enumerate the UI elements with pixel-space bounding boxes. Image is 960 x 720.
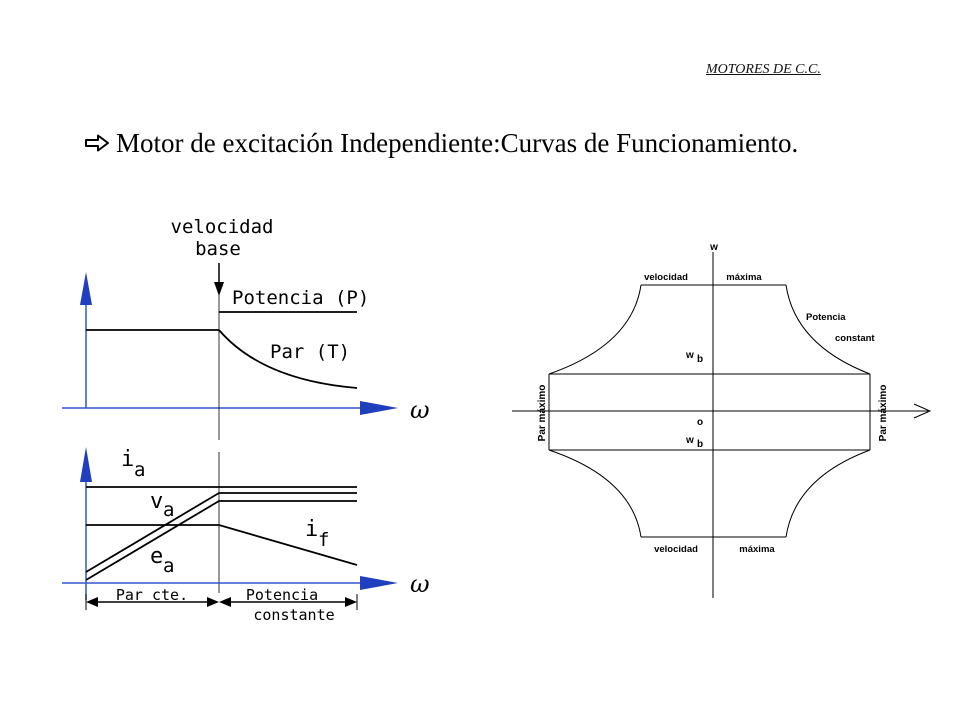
region-const-power-arrowhead-left: [219, 597, 231, 607]
if-sub-label: f: [318, 529, 329, 551]
upper-y-axis-arrowhead: [80, 272, 92, 305]
torque-label: Par (T): [270, 341, 350, 363]
base-speed-label-line1: velocidad: [171, 216, 274, 238]
top-max-label: máxima: [726, 272, 762, 283]
region-const-torque-arrowhead-right: [207, 597, 219, 607]
ia-sub-label: a: [134, 459, 145, 481]
ea-label: e: [150, 544, 163, 569]
region-const-power-label-line2: constante: [253, 606, 334, 624]
page-title: Motor de excitación Independiente:Curvas…: [84, 128, 798, 159]
wb-upper-sub-label: b: [697, 354, 703, 365]
origin-label: o: [697, 417, 703, 428]
va-label: v: [150, 489, 163, 514]
lower-y-axis-arrowhead: [80, 447, 92, 482]
right-diagram: w velocidad máxima velocidad máxima Pote…: [512, 242, 932, 598]
ea-sub-label: a: [163, 555, 174, 577]
va-sub-label: a: [163, 499, 174, 521]
power-label-line1: Potencia: [806, 312, 846, 323]
wb-lower-sub-label: b: [697, 439, 703, 450]
omega-lower-label: ω: [410, 570, 430, 598]
page-title-text: Motor de excitación Independiente:Curvas…: [116, 128, 799, 158]
region-const-power-label-line1: Potencia: [246, 586, 318, 604]
left-diagram: velocidad base Potencia (P) Par (T) ω i …: [62, 216, 430, 624]
power-curve-top-right: [785, 284, 871, 375]
lower-x-axis-arrowhead: [360, 576, 398, 590]
power-curve-bottom-left: [548, 449, 642, 538]
region-const-power-arrowhead-right: [345, 597, 357, 607]
left-max-torque-label: Par máximo: [537, 385, 548, 442]
torque-curve: [218, 329, 358, 389]
bottom-max-label: máxima: [739, 544, 775, 555]
region-const-torque-label: Par cte.: [116, 586, 188, 604]
power-curve-bottom-right: [785, 449, 871, 538]
region-const-torque-arrowhead-left: [86, 597, 98, 607]
if-line: [86, 524, 358, 566]
upper-x-axis-arrowhead: [360, 401, 398, 415]
w-axis-label: w: [709, 242, 718, 253]
va-line: [85, 492, 357, 573]
ea-line: [85, 500, 357, 581]
right-max-torque-label: Par máximo: [878, 385, 889, 442]
base-speed-label-line2: base: [195, 238, 241, 260]
base-speed-pointer-head: [214, 282, 224, 296]
power-label-line2: constant: [835, 333, 875, 344]
wb-upper-label: w: [685, 350, 694, 361]
power-label: Potencia (P): [232, 287, 369, 309]
top-velocity-label: velocidad: [644, 272, 688, 283]
outline-right-arrow-icon: [84, 128, 110, 159]
header-label: MOTORES DE C.C.: [706, 62, 821, 77]
bottom-velocity-label: velocidad: [654, 544, 698, 555]
power-curve-top-left: [548, 284, 642, 375]
torque-axis-arrowhead: [913, 403, 932, 419]
ia-label: i: [121, 447, 134, 472]
wb-lower-label: w: [685, 435, 694, 446]
if-label: i: [305, 517, 318, 542]
omega-upper-label: ω: [410, 396, 430, 424]
